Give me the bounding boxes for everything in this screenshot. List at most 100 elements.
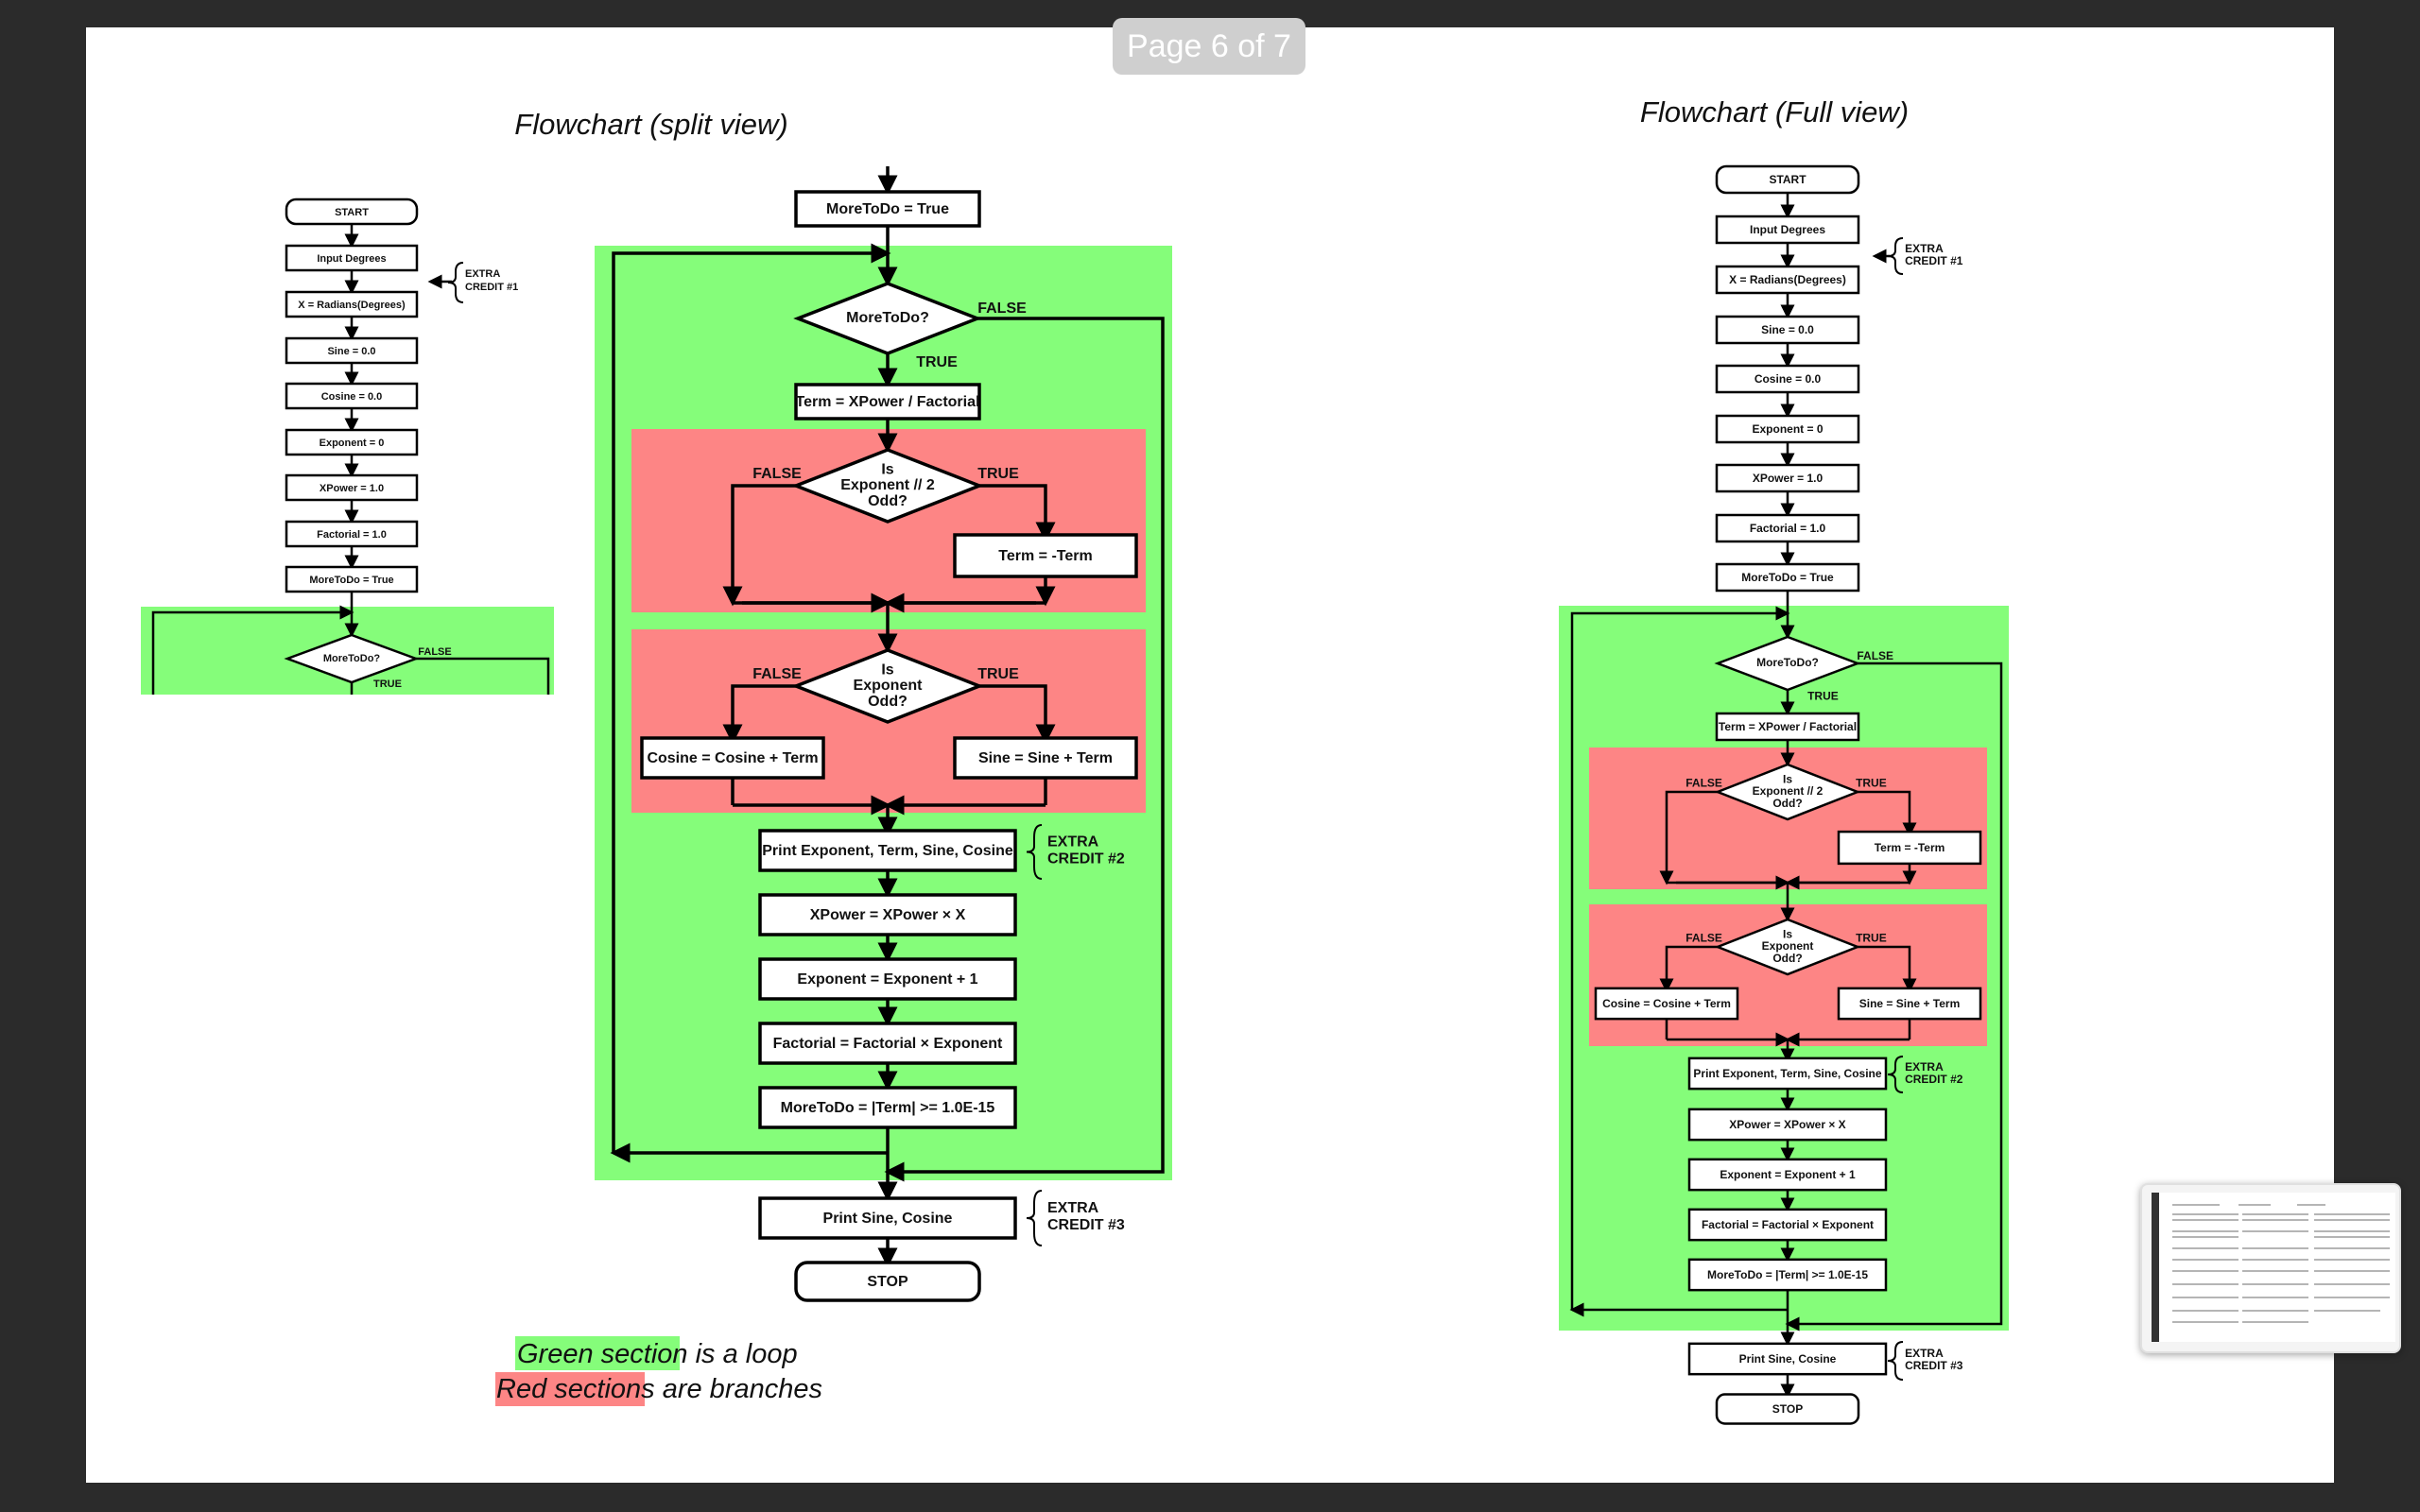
full-ec2-line1: EXTRA [1905, 1060, 1944, 1074]
split-top-loopback [151, 605, 354, 695]
split-top-moretodo0-label: MoreToDo = True [309, 575, 393, 586]
thumbnail-text-line [2172, 1310, 2238, 1312]
split-main-d2-true-label: TRUE [977, 466, 1019, 482]
full-input-box [1715, 215, 1860, 245]
full-negate-label: Term = -Term [1875, 841, 1945, 854]
full-exp_inc-label: Exponent = Exponent + 1 [1720, 1168, 1856, 1181]
thumbnail-text-line [2242, 1310, 2308, 1312]
legend-red-highlight [495, 1372, 645, 1406]
full-q-false-label: FALSE [1857, 649, 1893, 662]
full-ec1-line1: EXTRA [1905, 242, 1944, 255]
full-exp-odd-line-0: Is [1783, 928, 1792, 941]
page-indicator: Page 6 of 7 [1113, 18, 1305, 75]
thumbnail-text-line [2172, 1321, 2238, 1323]
thumbnail-text-line [2172, 1219, 2238, 1221]
full-stop-box [1715, 1393, 1860, 1425]
split-top-input-label: Input Degrees [317, 253, 386, 265]
thumbnail-text-line [2242, 1247, 2308, 1249]
split-main-exp-odd-line-1: Exponent [854, 678, 924, 694]
split-main-exp-half-odd-line-0: Is [881, 461, 893, 477]
full-exp-half-odd-line-2: Odd? [1772, 797, 1802, 810]
thumbnail-text-line [2314, 1247, 2390, 1249]
split-main-fact_mul-box [758, 1022, 1017, 1065]
split-main-exp-half-odd-line-1: Exponent // 2 [840, 477, 935, 493]
thumbnail-text-line [2172, 1283, 2238, 1285]
legend-branch: Red sections are branches [496, 1374, 822, 1404]
legend-branch-rest: are branches [655, 1374, 822, 1404]
full-print_all-box [1687, 1057, 1888, 1091]
thumbnail-text-line [2314, 1259, 2390, 1261]
thumbnail-text-line [2314, 1236, 2390, 1238]
full-xpower0-box [1715, 463, 1860, 493]
split-main-moretodo_set-label: MoreToDo = |Term| >= 1.0E-15 [781, 1100, 995, 1116]
split-main-d2-false-line [722, 484, 796, 607]
thumbnail-text-line [2242, 1270, 2308, 1272]
thumbnail-text-line [2172, 1213, 2238, 1215]
thumbnail-text-line [2242, 1297, 2308, 1298]
full-moretodo_set-box [1687, 1258, 1888, 1292]
split-top-radians-label: X = Radians(Degrees) [298, 300, 406, 311]
split-main-print-final-label: Print Sine, Cosine [823, 1211, 953, 1227]
split-top-sine0-box [285, 336, 419, 365]
full-ec2-line2: CREDIT #2 [1905, 1073, 1963, 1086]
thumbnail-text-line [2242, 1321, 2308, 1323]
split-top-q-line-0: MoreToDo? [323, 653, 381, 664]
split-main-d2-false-label: FALSE [752, 466, 802, 482]
legend-branch-word: Red sections [496, 1374, 655, 1404]
full-stop-label: STOP [1772, 1402, 1803, 1416]
full-negate-box [1837, 830, 1982, 866]
page-thumbnail[interactable] [2140, 1183, 2401, 1353]
split-top-input-box [285, 244, 419, 272]
split-main-cosine-add-label: Cosine = Cosine + Term [647, 750, 818, 766]
legend-loop: Green section is a loop [517, 1339, 798, 1369]
split-main-q-true-label: TRUE [916, 354, 958, 370]
split-top-moretodo0-box [285, 565, 419, 593]
thumbnail-text-line [2172, 1204, 2220, 1206]
full-fact_mul-label: Factorial = Factorial × Exponent [1702, 1218, 1874, 1231]
split-main-d2-true-line [979, 484, 1056, 542]
split-main-ec2-brace [1026, 824, 1043, 880]
split-main-print_all-box [758, 829, 1017, 872]
legend-green-highlight [515, 1336, 680, 1370]
full-d3-false-label: FALSE [1685, 932, 1722, 945]
split-top-ec1-line1: EXTRA [465, 268, 500, 280]
thumbnail-text-line [2242, 1259, 2308, 1261]
thumbnail-text-line [2314, 1230, 2390, 1232]
full-radians-box [1715, 265, 1860, 295]
full-d3-false-line [1659, 945, 1718, 993]
full-view-title: Flowchart (Full view) [1640, 95, 1909, 129]
split-main-fact_mul-label: Factorial = Factorial × Exponent [773, 1036, 1003, 1052]
full-d3-true-line [1858, 945, 1917, 993]
split-top-cosine0-box [285, 382, 419, 410]
full-false-exit [1785, 662, 2003, 1332]
split-main-exp-odd-line-2: Odd? [868, 694, 908, 710]
split-main-exp-odd-line-0: Is [881, 662, 893, 678]
full-d2-false-line [1659, 790, 1718, 885]
split-top-sine0-label: Sine = 0.0 [327, 346, 375, 357]
thumbnail-text-line [2172, 1270, 2238, 1272]
full-input-label: Input Degrees [1750, 223, 1825, 236]
split-main-negate-label: Term = -Term [998, 548, 1092, 564]
split-main-d3-true-label: TRUE [977, 666, 1019, 682]
split-main-d3-false-line [722, 684, 796, 745]
full-fact_mul-box [1687, 1208, 1888, 1242]
thumbnail-text-line [2314, 1219, 2390, 1221]
split-main-sine-add-box [953, 736, 1138, 780]
thumbnail-text-line [2242, 1230, 2308, 1232]
full-xpower_mul-label: XPower = XPower × X [1729, 1118, 1845, 1131]
thumbnail-text-line [2297, 1204, 2325, 1206]
full-cosine-add-box [1594, 987, 1739, 1021]
split-main-ec3-line1: EXTRA [1047, 1200, 1099, 1216]
split-main-exp_inc-label: Exponent = Exponent + 1 [797, 971, 977, 988]
split-top-ec1-line2: CREDIT #1 [465, 282, 518, 293]
full-print-final-box [1687, 1342, 1888, 1376]
split-main-moretodo0-box [794, 190, 981, 228]
full-ec2-brace [1887, 1056, 1904, 1093]
full-print-final-label: Print Sine, Cosine [1739, 1352, 1837, 1366]
full-term-box [1715, 712, 1860, 742]
full-moretodo0-box [1715, 562, 1860, 593]
full-d2-true-label: TRUE [1856, 777, 1887, 790]
full-xpower_mul-box [1687, 1108, 1888, 1142]
full-ec1-line2: CREDIT #1 [1905, 254, 1963, 267]
